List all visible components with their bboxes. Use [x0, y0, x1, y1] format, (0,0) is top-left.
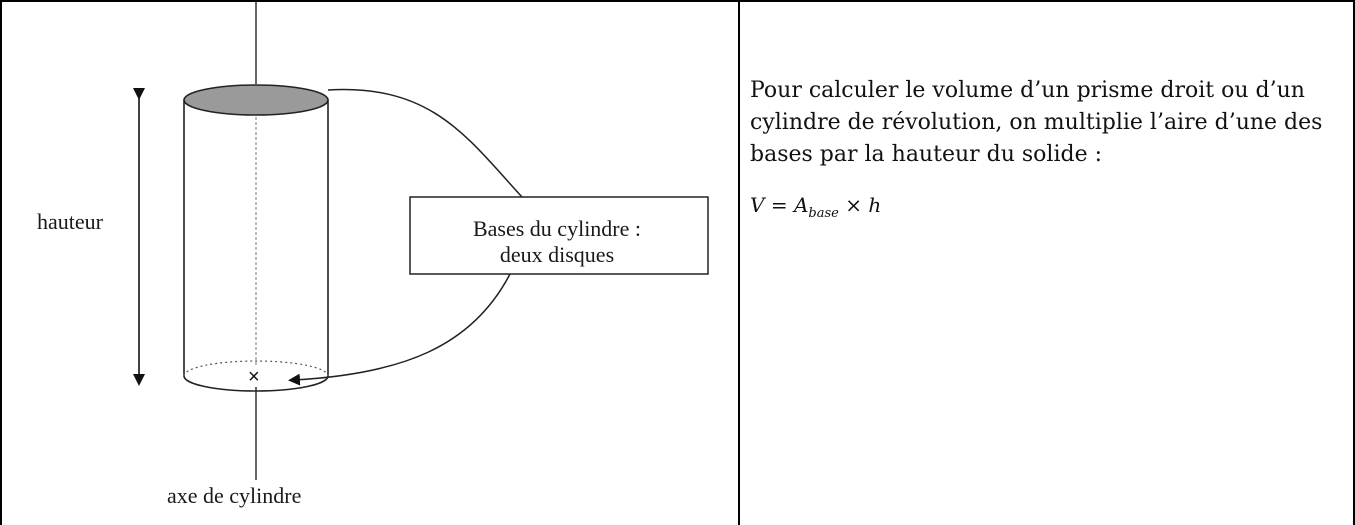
- explanation-paragraph: Pour calculer le volume d’un prisme droi…: [750, 78, 1323, 167]
- axis-center-marker: ×: [248, 366, 260, 388]
- table-border-left: [0, 0, 2, 525]
- formula-subscript: base: [808, 206, 839, 221]
- connector-top-curve: [327, 88, 523, 198]
- table-border-right: [1353, 0, 1355, 525]
- height-label: hauteur: [37, 209, 103, 234]
- formula-a: A: [793, 193, 809, 217]
- table-border-top: [0, 0, 1355, 2]
- cylinder-bottom-base-front: [183, 375, 329, 392]
- explanation-cell: Pour calculer le volume d’un prisme droi…: [750, 75, 1350, 221]
- axis-label: axe de cylindre: [167, 483, 302, 508]
- cylinder-figure-cell: × hauteur Bases du cylindre : deux disqu…: [2, 2, 738, 525]
- formula-times: ×: [845, 193, 862, 217]
- bases-label-box: [409, 196, 709, 275]
- table-column-divider: [738, 0, 740, 525]
- formula-equals: =: [770, 193, 788, 217]
- cylinder-bottom-base-back: [183, 360, 329, 377]
- formula-h: h: [868, 193, 882, 217]
- bases-label: Bases du cylindre : deux disques: [413, 216, 701, 268]
- bases-label-line2: deux disques: [499, 242, 615, 267]
- bases-label-line1: Bases du cylindre :: [472, 216, 642, 241]
- formula-v: V: [750, 193, 765, 217]
- volume-formula: V = Abase × h: [750, 193, 1350, 221]
- connector-bottom-curve: [288, 273, 511, 386]
- cylinder-top-base: [183, 84, 329, 116]
- cylinder-diagram: ×: [133, 2, 709, 480]
